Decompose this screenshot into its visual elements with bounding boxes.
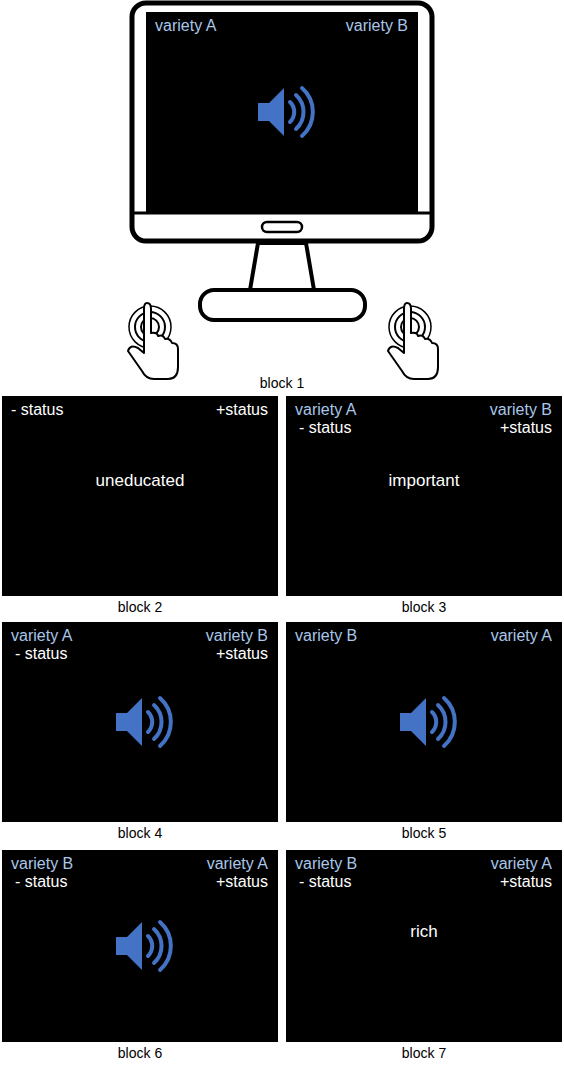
panel-text: variety B: [490, 401, 552, 419]
stimulus-word: important: [389, 472, 460, 490]
block-panel: - status+statusuneducatedblock 2: [2, 396, 278, 596]
panel-text: variety A: [155, 17, 216, 35]
panel-text: variety B: [346, 17, 408, 35]
block-caption: block 4: [118, 824, 162, 842]
panel-text: variety A: [207, 855, 268, 873]
block-panel: variety B- statusvariety A+statusblock 6: [2, 850, 278, 1042]
panel-text: variety A: [295, 401, 356, 419]
block-caption: block 1: [260, 375, 304, 391]
stimulus-word: rich: [410, 923, 437, 941]
block-panel: variety A- status variety B+status importa…: [286, 396, 562, 596]
block-panel: variety B- statusvariety A+statusrichblo…: [286, 850, 562, 1042]
block-caption: block 2: [118, 598, 162, 616]
panel-text: +status: [500, 419, 552, 437]
panel-text: - status: [15, 645, 67, 663]
block-caption: block 3: [402, 598, 446, 616]
panel-text: variety A: [11, 627, 72, 645]
monitor-screen: variety A variety B: [146, 12, 418, 212]
panel-text: variety B: [295, 627, 357, 645]
panel-text: +status: [216, 645, 268, 663]
panel-text: +status: [216, 401, 268, 419]
panel-text: variety B: [295, 855, 357, 873]
panel-text: - status: [299, 419, 351, 437]
panel-text: variety B: [206, 627, 268, 645]
panel-text: +status: [500, 873, 552, 891]
panel-text: variety B: [11, 855, 73, 873]
panel-text: - status: [11, 401, 63, 419]
stimulus-word: uneducated: [96, 472, 185, 490]
panel-text: - status: [15, 873, 67, 891]
panel-text: variety A: [491, 627, 552, 645]
block-panel: variety Bvariety Ablock 5: [286, 622, 562, 822]
panel-text: - status: [299, 873, 351, 891]
block-caption: block 6: [118, 1044, 162, 1062]
block-caption: block 5: [402, 824, 446, 842]
block-panel: variety A- statusvariety B+statusblock 4: [2, 622, 278, 822]
panel-text: +status: [216, 873, 268, 891]
panel-text: variety A: [491, 855, 552, 873]
block-caption: block 7: [402, 1044, 446, 1062]
